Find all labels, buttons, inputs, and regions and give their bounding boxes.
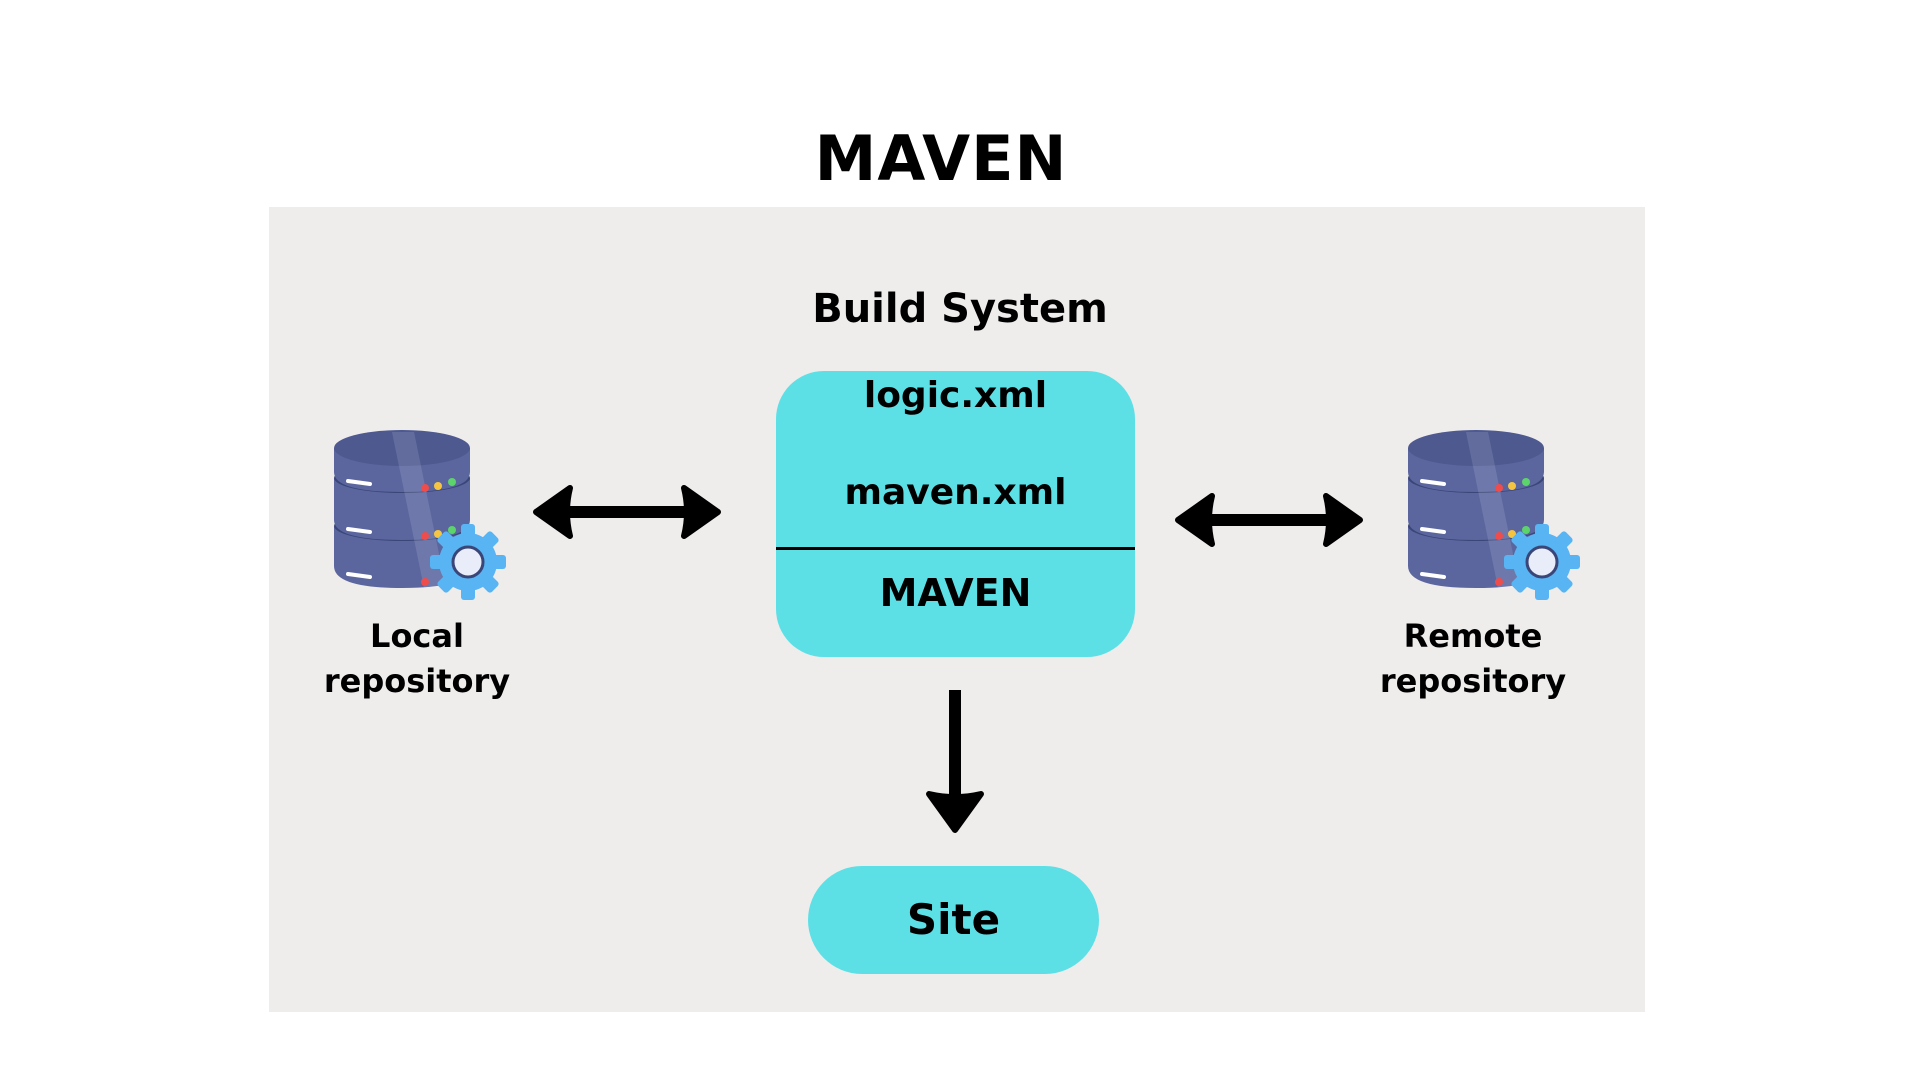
build-system-box: logic.xml maven.xml MAVEN [776, 371, 1135, 657]
build-box-divider [776, 547, 1135, 550]
build-file-maven: maven.xml [844, 472, 1067, 513]
database-icon [334, 430, 470, 588]
local-repository-label-line2: repository [323, 662, 511, 700]
build-tool-label: MAVEN [879, 571, 1032, 615]
build-system-heading: Build System [812, 286, 1108, 332]
build-remote-double-arrow [1175, 493, 1363, 547]
local-repository-label: Local repository [297, 614, 537, 704]
diagram-title: MAVEN [814, 122, 1068, 195]
remote-repository-label-line1: Remote [1403, 617, 1543, 655]
local-build-double-arrow [533, 485, 721, 539]
gear-icon [1504, 524, 1580, 600]
build-file-logic: logic.xml [863, 375, 1048, 416]
local-repository-label-line1: Local [370, 617, 464, 655]
build-to-site-arrow [926, 690, 984, 833]
local-repository-database-icon [334, 430, 506, 600]
remote-repository-database-icon [1408, 430, 1580, 600]
output-site-box: Site [808, 866, 1099, 974]
remote-repository-label: Remote repository [1353, 614, 1593, 704]
output-site-label: Site [906, 895, 1001, 944]
gear-icon [430, 524, 506, 600]
remote-repository-label-line2: repository [1379, 662, 1567, 700]
database-icon [1408, 430, 1544, 588]
